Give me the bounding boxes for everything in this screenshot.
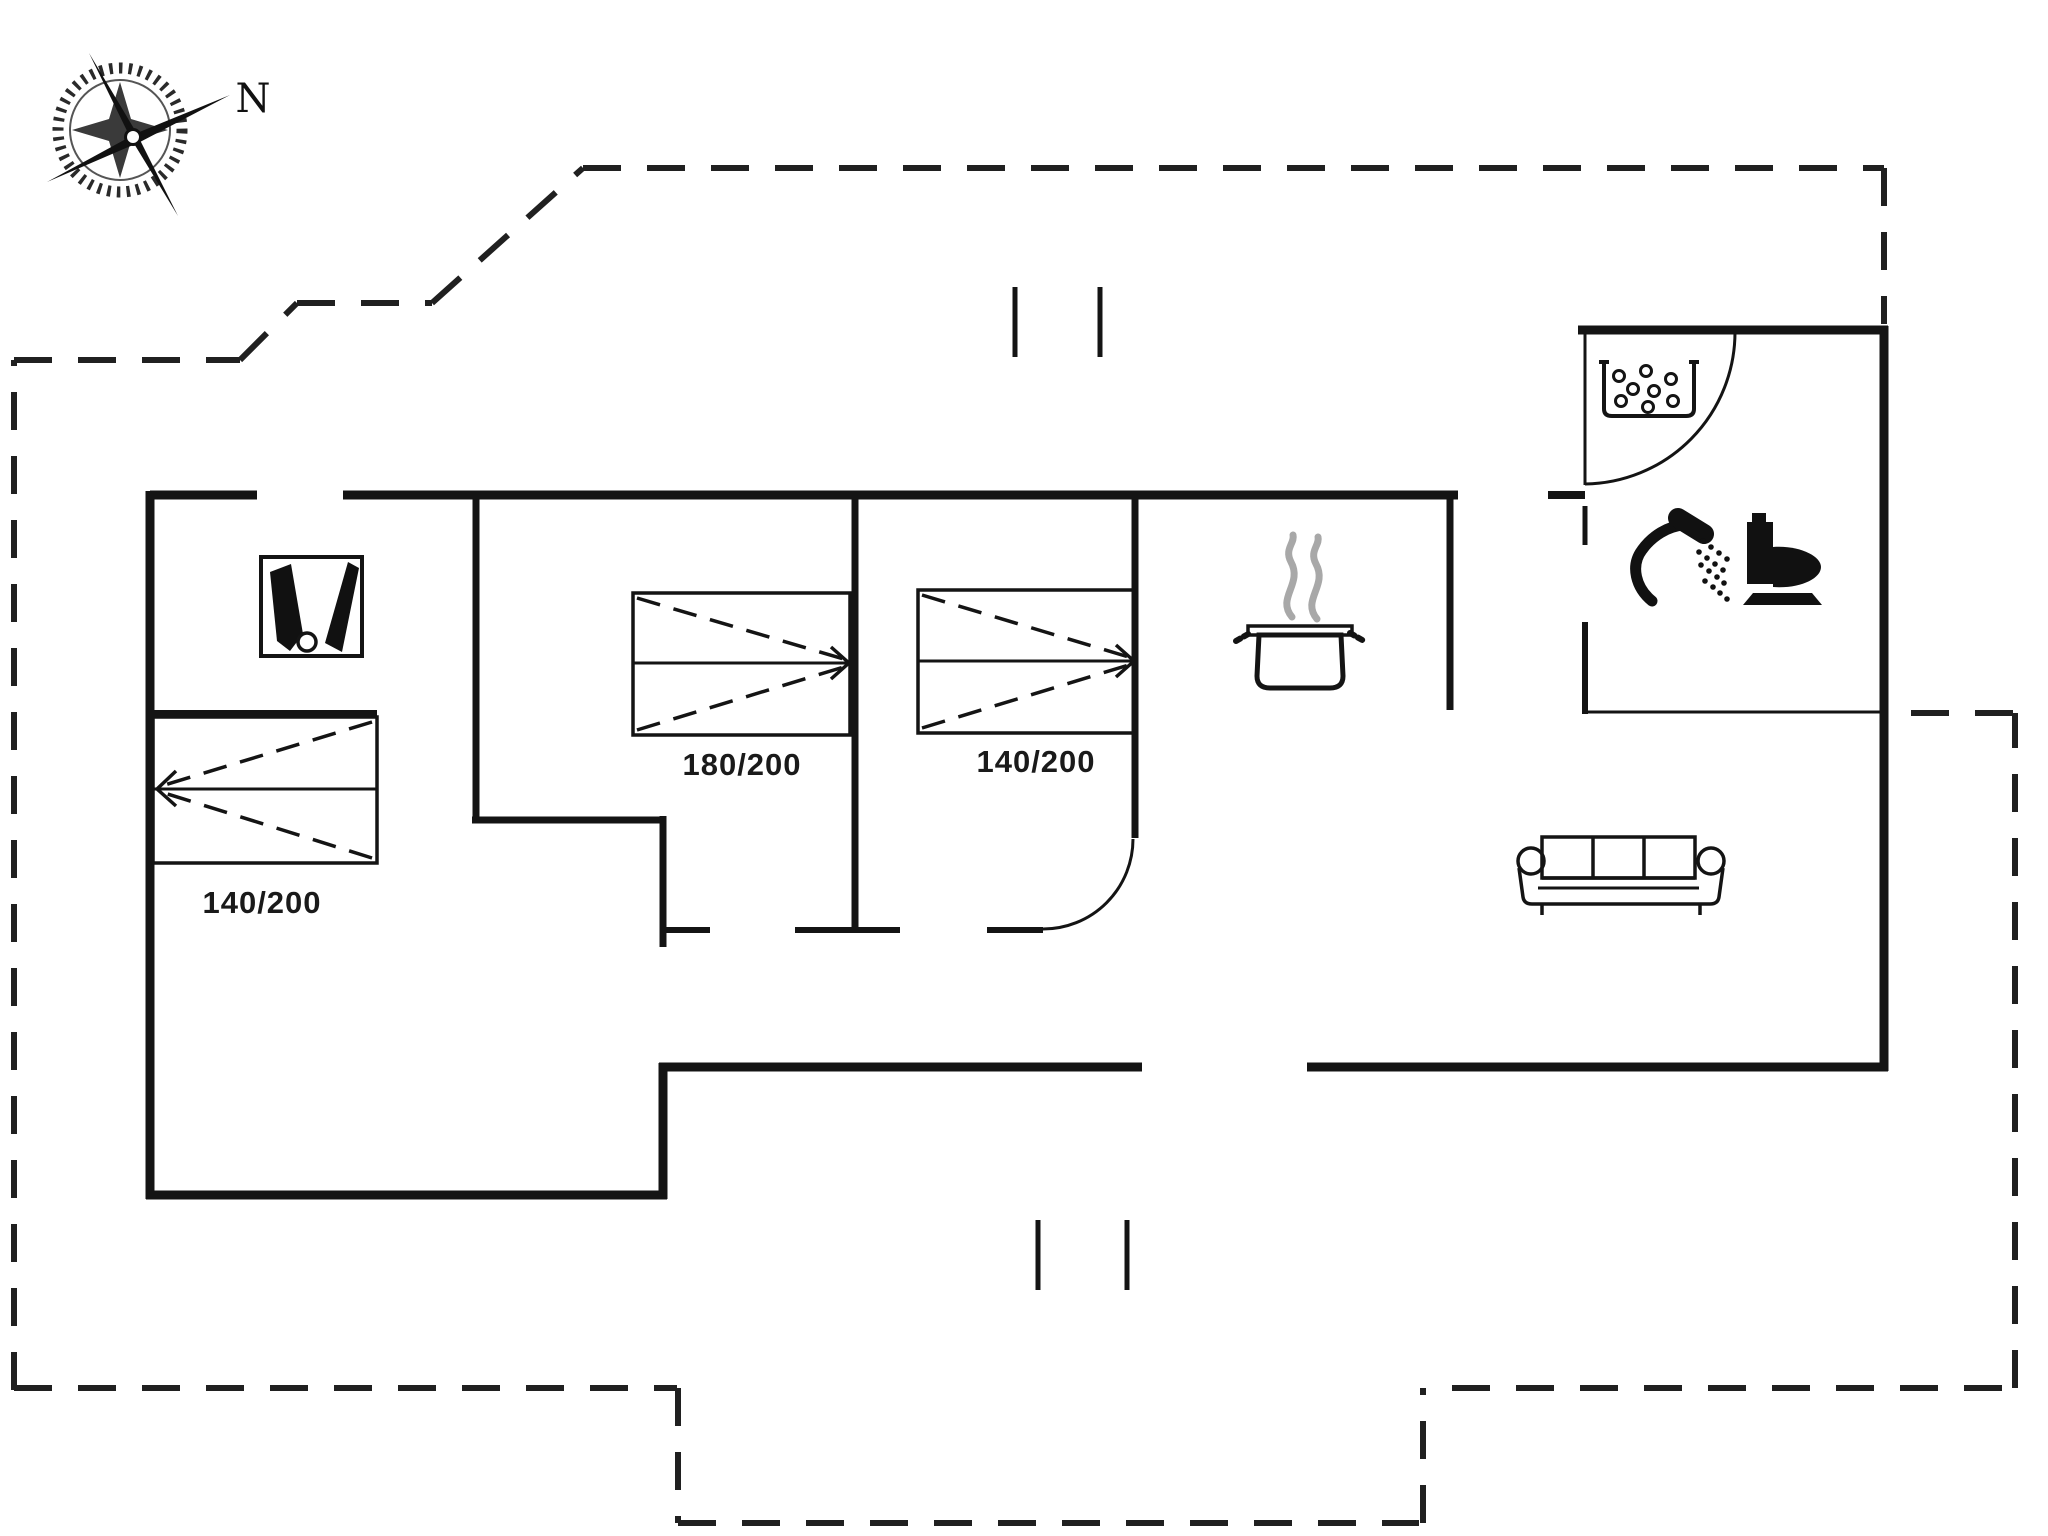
north-label: N [236, 76, 271, 122]
steam-icon [1283, 531, 1298, 621]
bedroom2-door-arc [1042, 838, 1135, 931]
cooking-pot-icon [1233, 531, 1367, 691]
bathroom-door-arc [1584, 331, 1737, 486]
bed-size-label: 180/200 [682, 747, 801, 782]
bed-size-label: 140/200 [976, 744, 1095, 779]
terrace-step-markers [1012, 287, 1130, 1290]
interior-walls [472, 491, 1585, 947]
compass-rose-icon [47, 53, 230, 216]
bed-alcove-symbol [151, 715, 379, 865]
toilet-icon [1743, 513, 1822, 605]
steam-icon [1308, 533, 1323, 623]
exterior-walls [145, 325, 1889, 1200]
bed-size-label: 140/200 [202, 885, 321, 920]
wood-stove-icon [259, 555, 364, 658]
bed-180-symbol [631, 591, 852, 737]
plot-boundary-dashed [11, 165, 2018, 1526]
sofa-icon [1516, 835, 1726, 915]
shower-icon [1630, 508, 1730, 607]
bathroom-walls [1582, 333, 1880, 714]
washing-machine-icon [1599, 360, 1699, 418]
bed-140-symbol [916, 588, 1137, 735]
interior-wall-caps [150, 710, 1043, 933]
